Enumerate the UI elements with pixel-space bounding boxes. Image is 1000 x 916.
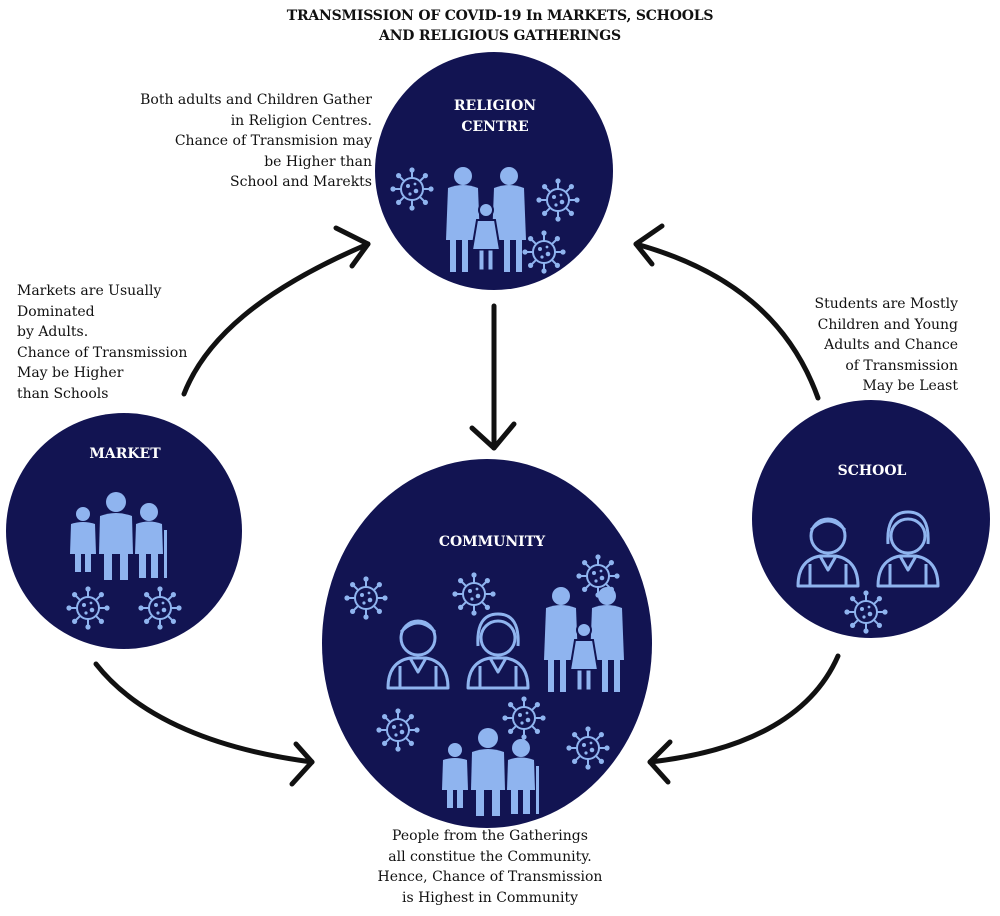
community-note-line-1: People from the Gatherings: [392, 828, 588, 844]
religion-note-line-1: Both adults and Children Gather: [140, 92, 372, 108]
market-note-line-6: than Schools: [17, 385, 109, 402]
school-note-line-4: of Transmission: [845, 357, 958, 374]
market-note: Markets are Usually Dominated by Adults.…: [17, 281, 217, 404]
community-note-line-2: all constitue the Community.: [388, 848, 592, 865]
community-note: People from the Gatherings all constitue…: [340, 826, 640, 908]
family-icon: [445, 166, 527, 273]
virus-icon: [375, 707, 421, 753]
community-note-line-3: Hence, Chance of Transmission: [377, 869, 603, 885]
school-note-line-3: Adults and Chance: [824, 337, 958, 353]
virus-icon: [343, 575, 389, 621]
market-label: MARKET: [55, 444, 195, 465]
market-note-line-5: May be Higher: [17, 365, 124, 381]
family-icon: [543, 586, 625, 693]
elderly-group-icon: [70, 492, 167, 580]
virus-icon: [451, 571, 497, 617]
arrow-school-to-religion: [633, 241, 821, 401]
virus-icon: [65, 585, 111, 631]
title-line-2: AND RELIGIOUS GATHERINGS: [379, 28, 621, 44]
community-note-line-4: is Highest in Community: [401, 889, 578, 906]
school-note: Students are Mostly Children and Young A…: [750, 294, 959, 397]
school-note-line-2: Children and Young: [817, 316, 958, 333]
arrow-market-to-community: [93, 661, 315, 765]
market-note-line-3: by Adults.: [17, 324, 89, 340]
virus-icon: [389, 166, 435, 212]
religion-label-line-2: CENTRE: [461, 119, 529, 135]
title-line-1: TRANSMISSION OF COVID-19 In MARKETS, SCH…: [286, 8, 714, 24]
virus-icon: [501, 695, 547, 741]
community-label-text: COMMUNITY: [438, 534, 546, 550]
virus-icon: [575, 553, 621, 599]
students-icon: [796, 510, 940, 588]
arrow-head-religion-to-community: [469, 421, 517, 451]
arrow-head-school-to-religion: [633, 223, 665, 267]
virus-icon: [565, 725, 611, 771]
diagram-title: TRANSMISSION OF COVID-19 In MARKETS, SCH…: [250, 6, 750, 46]
arrow-head-market-to-community: [289, 741, 315, 787]
arrow-market-to-religion: [181, 241, 371, 397]
arrow-school-to-community: [647, 653, 841, 765]
religion-label-line-1: RELIGION: [453, 98, 537, 114]
arrow-head-market-to-religion: [333, 225, 371, 269]
market-label-text: MARKET: [89, 446, 161, 462]
school-node: [752, 400, 990, 638]
arrow-head-school-to-community: [647, 739, 673, 785]
elderly-group-icon: [442, 728, 539, 816]
virus-icon: [137, 585, 183, 631]
religion-centre-label: RELIGION CENTRE: [425, 96, 565, 138]
religion-note-line-5: School and Marekts: [230, 174, 372, 190]
religion-note-line-3: Chance of Transmision may: [174, 133, 372, 149]
school-label-text: SCHOOL: [837, 463, 907, 479]
market-note-line-4: Chance of Transmission: [17, 344, 188, 361]
market-note-line-2: Dominated: [17, 303, 95, 320]
school-note-line-5: May be Least: [862, 378, 958, 394]
students-icon: [386, 612, 530, 690]
school-label: SCHOOL: [802, 461, 942, 482]
community-label: COMMUNITY: [417, 532, 567, 553]
religion-note-line-2: in Religion Centres.: [230, 112, 372, 129]
religion-note-line-4: be Higher than: [264, 153, 372, 170]
school-note-line-1: Students are Mostly: [814, 296, 959, 312]
virus-icon: [535, 177, 581, 223]
market-note-line-1: Markets are Usually: [17, 283, 162, 299]
religion-note: Both adults and Children Gather in Relig…: [100, 90, 372, 193]
virus-icon: [843, 589, 889, 635]
virus-icon: [521, 229, 567, 275]
